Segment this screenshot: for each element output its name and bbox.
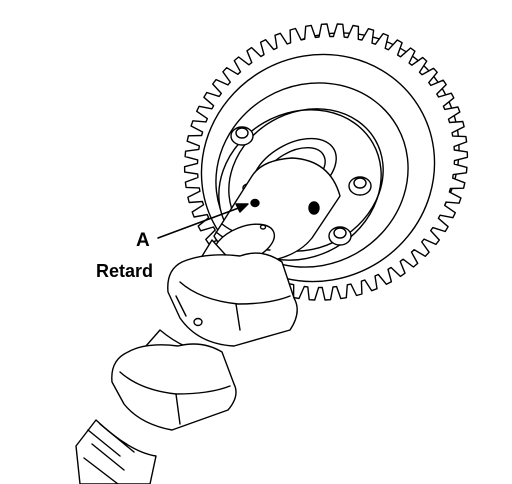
bolt-right [348,176,372,196]
timing-hole [308,201,320,215]
cam-lobe-2-ridge [175,393,181,425]
bolt-top [230,126,254,146]
cam-lobe-1-face [179,281,291,305]
small-hole [259,224,267,230]
cam-lobe-1 [167,252,298,347]
cam-lobe-2 [111,343,237,431]
shaft-hex [83,423,135,484]
callout-letter-a: A [136,230,150,251]
cam-lobe-1-ridge [175,295,241,331]
callout-arrowhead [235,203,249,213]
callout-arrow-line [157,205,245,239]
bolt-bottom [328,226,352,246]
timing-hole-a [250,198,260,208]
callout-label-retard: Retard [96,261,154,281]
cam-lobe-1-hole [193,317,203,327]
